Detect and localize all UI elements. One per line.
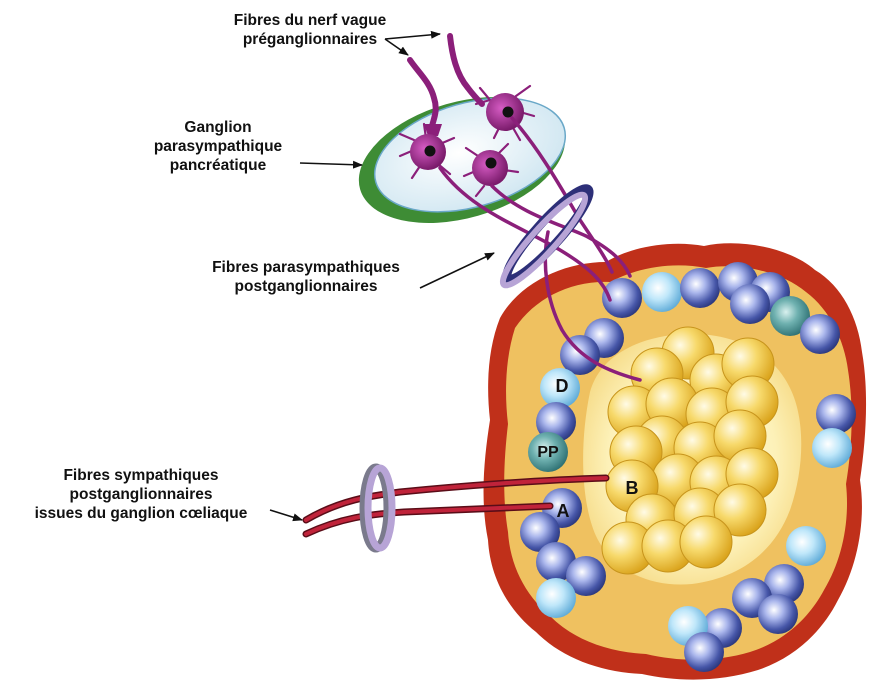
cell-label-d: D: [556, 376, 569, 396]
label-line: Fibres du nerf vague: [190, 11, 430, 30]
endocrine-cell: [684, 632, 724, 672]
label-line: pancréatique: [128, 156, 308, 175]
endocrine-cell: [800, 314, 840, 354]
label-line: Ganglion: [128, 118, 308, 137]
endocrine-cell: [786, 526, 826, 566]
label-line: préganglionnaires: [190, 30, 430, 49]
label-sympathetic-postganglionic-fibres: Fibres sympathiques postganglionnaires i…: [16, 466, 266, 523]
endocrine-cell: [812, 428, 852, 468]
label-parasympathetic-postganglionic-fibres: Fibres parasympathiques postganglionnair…: [166, 258, 446, 296]
sympathetic-fibre-ring: [364, 468, 392, 548]
endocrine-cell: [536, 578, 576, 618]
cell-label-pp: PP: [537, 444, 559, 461]
neuron-nucleus-2: [425, 146, 436, 157]
endocrine-cell: [730, 284, 770, 324]
label-line: Fibres sympathiques: [16, 466, 266, 485]
label-line: Fibres parasympathiques: [166, 258, 446, 277]
label-line: postganglionnaires: [16, 485, 266, 504]
label-line: issues du ganglion cœliaque: [16, 504, 266, 523]
label-vagal-preganglionic-fibres: Fibres du nerf vague préganglionnaires: [190, 11, 430, 49]
endocrine-cell: [758, 594, 798, 634]
label-pancreatic-parasympathetic-ganglion: Ganglion parasympathique pancréatique: [128, 118, 308, 175]
neuron-nucleus-1: [503, 107, 514, 118]
cell-label-a: A: [557, 501, 570, 521]
endocrine-cell: [642, 272, 682, 312]
arrow-ganglion: [300, 163, 362, 165]
neuron-nucleus-3: [486, 158, 497, 169]
cell-label-b: B: [626, 478, 639, 498]
endocrine-cell: [680, 268, 720, 308]
endocrine-cell: [816, 394, 856, 434]
label-line: postganglionnaires: [166, 277, 446, 296]
label-line: parasympathique: [128, 137, 308, 156]
arrow-symp: [270, 510, 302, 520]
beta-cell: [680, 516, 732, 568]
vagal-fibre-2: [450, 36, 482, 104]
